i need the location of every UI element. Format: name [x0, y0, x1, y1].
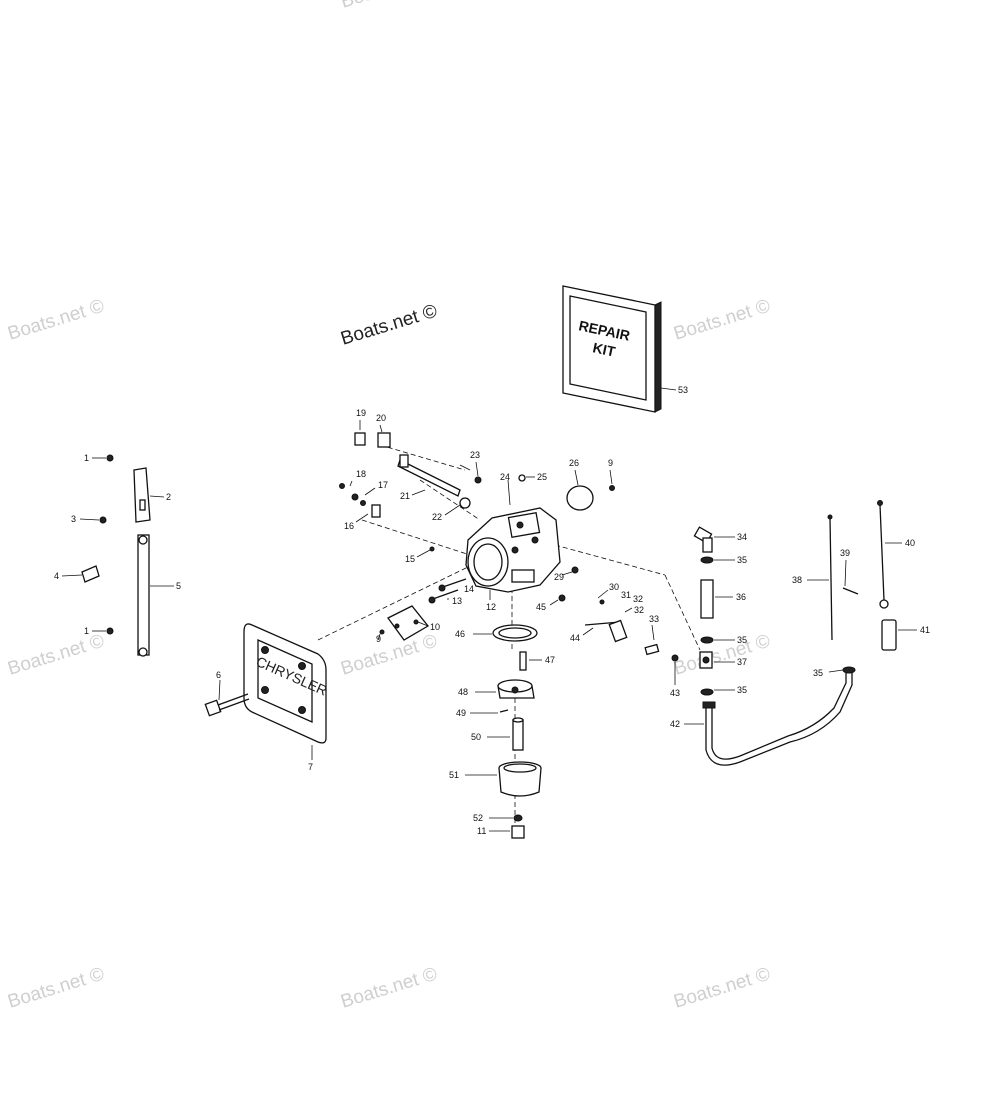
callout-47: 47: [545, 655, 555, 665]
callout-48: 48: [458, 687, 468, 697]
watermark: Boats.net ©: [338, 964, 439, 1013]
callout-10: 10: [430, 622, 440, 632]
callout-25: 25: [537, 472, 547, 482]
throttle-link-assembly: [81, 454, 151, 657]
callout-9: 9: [608, 458, 613, 468]
callout-50: 50: [471, 732, 481, 742]
callout-35: 35: [737, 555, 747, 565]
callout-2: 2: [166, 492, 171, 502]
callout-22: 22: [432, 512, 442, 522]
air-silencer-cover: CHRYSLER: [243, 623, 330, 744]
callout-26: 26: [569, 458, 579, 468]
callout-37: 37: [737, 657, 747, 667]
callout-32: 32: [633, 594, 643, 604]
cover-screw: [204, 693, 250, 717]
callout-39: 39: [840, 548, 850, 558]
callout-41: 41: [920, 625, 930, 635]
callout-34: 34: [737, 532, 747, 542]
callout-35: 35: [737, 635, 747, 645]
choke-linkage: [339, 432, 482, 518]
callout-45: 45: [536, 602, 546, 612]
callout-53: 53: [678, 385, 688, 395]
watermark: Boats.net ©: [338, 631, 439, 680]
callout-29: 29: [554, 572, 564, 582]
callout-52: 52: [473, 813, 483, 823]
fuel-line: [702, 666, 856, 766]
repair-kit-box: REPAIR KIT: [562, 285, 662, 413]
callout-32: 32: [634, 605, 644, 615]
repair-kit-label: KIT: [591, 339, 617, 359]
callout-4: 4: [54, 571, 59, 581]
callout-3: 3: [71, 514, 76, 524]
watermark: Boats.net ©: [671, 296, 772, 345]
float-assembly: [492, 624, 542, 839]
callout-21: 21: [400, 491, 410, 501]
callout-40: 40: [905, 538, 915, 548]
callout-6: 6: [216, 670, 221, 680]
callout-43: 43: [670, 688, 680, 698]
callout-11: 11: [477, 826, 486, 836]
callout-19: 19: [356, 408, 366, 418]
watermark: Boats.net ©: [5, 964, 106, 1013]
callout-23: 23: [470, 450, 480, 460]
callout-7: 7: [308, 762, 313, 772]
watermark: Boats.net ©: [5, 631, 106, 680]
callout-42: 42: [670, 719, 680, 729]
needle-valve: [584, 619, 660, 656]
callout-31: 31: [621, 590, 631, 600]
callout-20: 20: [376, 413, 386, 423]
callout-17: 17: [378, 480, 388, 490]
carburetor-body: [465, 507, 561, 593]
callout-12: 12: [486, 602, 496, 612]
callout-44: 44: [570, 633, 580, 643]
callout-1: 1: [84, 626, 89, 636]
callout-24: 24: [500, 472, 510, 482]
watermark: Boats.net ©: [338, 0, 439, 13]
callout-18: 18: [356, 469, 366, 479]
callout-35: 35: [813, 668, 823, 678]
callout-9: 9: [376, 634, 381, 644]
callout-16: 16: [344, 521, 354, 531]
callout-46: 46: [455, 629, 465, 639]
callout-33: 33: [649, 614, 659, 624]
callout-36: 36: [736, 592, 746, 602]
callout-35: 35: [737, 685, 747, 695]
watermark: Boats.net ©: [671, 631, 772, 680]
float-bowl-cover: [566, 485, 615, 511]
watermark: Boats.net ©: [671, 964, 772, 1013]
callout-5: 5: [176, 581, 181, 591]
watermark: Boats.net ©: [5, 296, 106, 345]
watermark-dark: Boats.net ©: [338, 301, 439, 350]
mounting-screws: [428, 578, 467, 604]
callout-15: 15: [405, 554, 415, 564]
callout-49: 49: [456, 708, 466, 718]
callout-1: 1: [84, 453, 89, 463]
callout-30: 30: [609, 582, 619, 592]
callout-38: 38: [792, 575, 802, 585]
callout-51: 51: [449, 770, 459, 780]
callout-13: 13: [452, 596, 462, 606]
choke-rods: [827, 500, 897, 651]
fuel-fitting-stack: [693, 526, 714, 696]
callout-14: 14: [464, 584, 474, 594]
